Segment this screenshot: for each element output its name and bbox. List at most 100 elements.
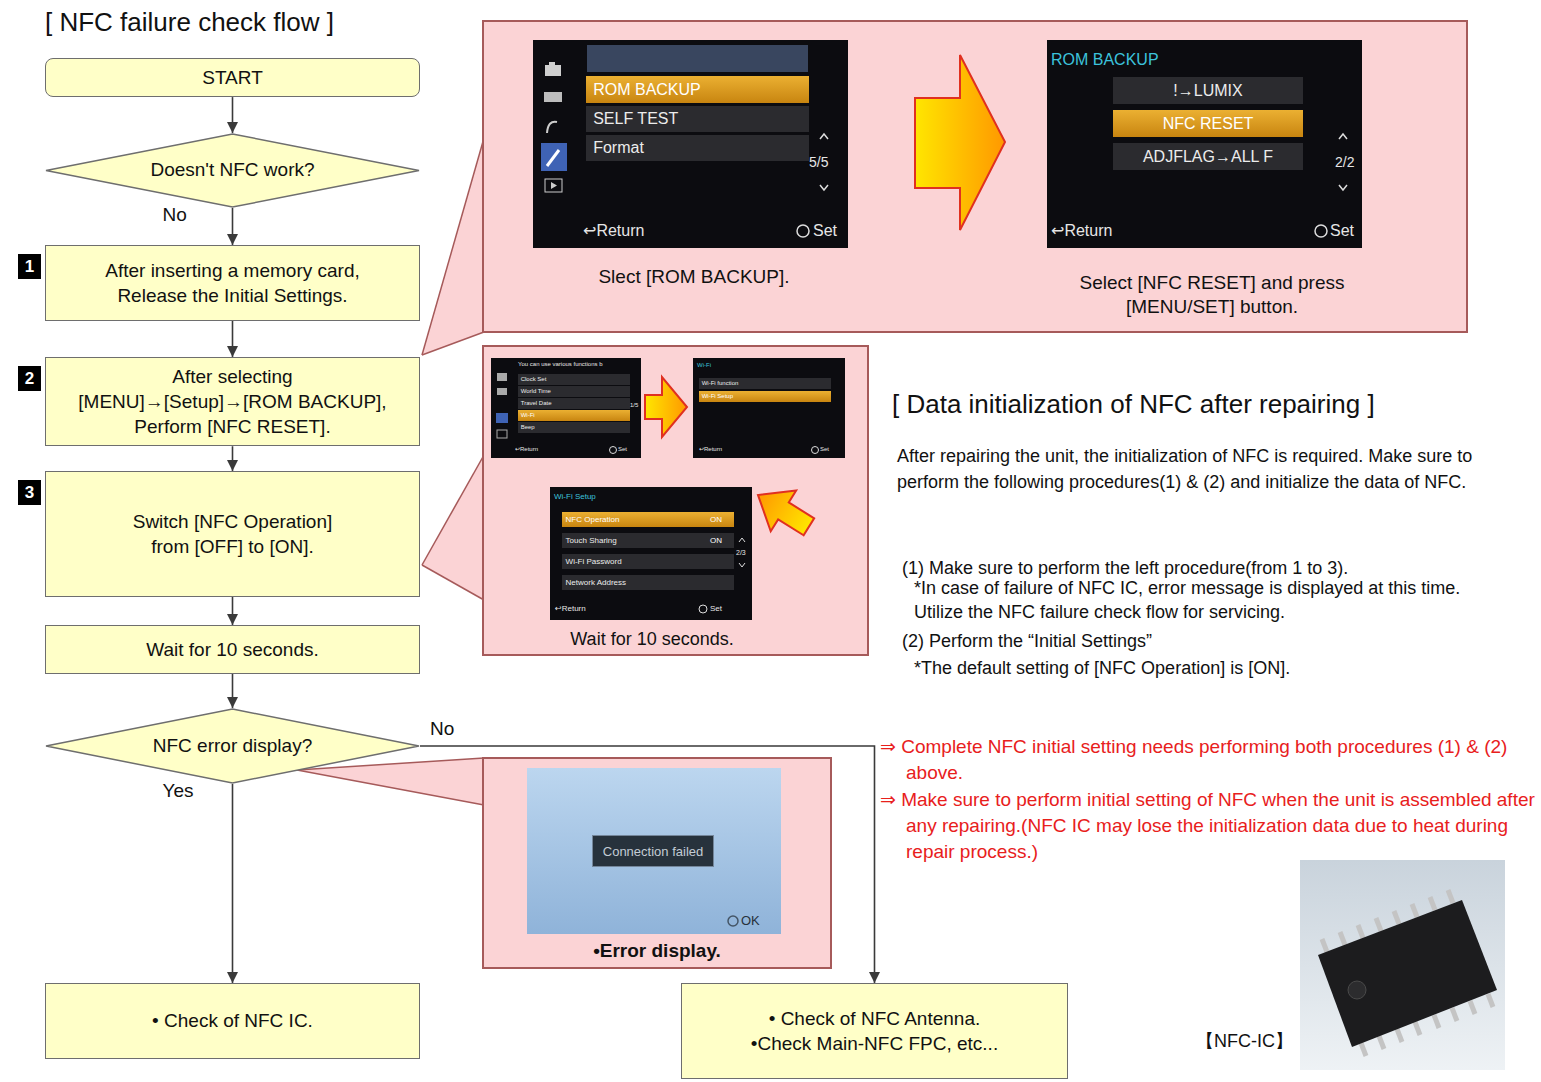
menu-text: 1/5: [630, 402, 638, 410]
screen-capture: ROM BACKUP SELF TEST Format5/5 ↩Return Set: [533, 40, 848, 248]
screen-capture: ROM BACKUP!→LUMIXNFC RESETADJFLAG→ALL F2…: [1047, 40, 1362, 248]
set-icon: [812, 447, 819, 454]
callout-wedge-edge: [422, 455, 484, 565]
chip-photo: [1300, 860, 1505, 1070]
menu-icon: [496, 413, 508, 423]
edge-label: No: [428, 718, 456, 740]
screen-capture: Wi-FiWi-Fi functionWi-Fi Setup↩ReturnSet: [693, 358, 845, 458]
menu-text: Format: [586, 135, 809, 161]
callout-panel: •Error display. OK Connection failed: [482, 757, 832, 969]
play-icon: [551, 182, 557, 189]
menu-text: ↩Return: [1051, 221, 1112, 241]
menu-text: Wi-Fi Password: [562, 554, 734, 569]
ok-icon: [728, 916, 738, 926]
chip-pin: [1376, 918, 1381, 931]
process-box: 2After selecting [MENU]→[Setup]→[ROM BAC…: [45, 357, 420, 446]
set-icon: [699, 605, 707, 613]
start-terminal: START: [45, 58, 420, 97]
menu-text: Network Address: [562, 575, 734, 590]
process-box: 1After inserting a memory card, Release …: [45, 245, 420, 321]
callout-wedge-edge: [297, 770, 484, 805]
menu-text: Set: [618, 446, 627, 454]
edge-label: No: [161, 204, 189, 226]
callout-wedge: [422, 138, 484, 355]
set-icon: [797, 225, 809, 237]
screen-text: OK: [741, 913, 760, 929]
menu-text: ↩Return: [555, 604, 586, 614]
step-number: 2: [18, 366, 41, 391]
step-arrow: [745, 475, 821, 548]
callout-panel: Wait for 10 seconds. You can use various…: [482, 345, 869, 656]
scroll-up: [1339, 134, 1347, 139]
menu-text: ON: [710, 512, 722, 527]
chip-pin: [1322, 939, 1327, 952]
part-label: 【NFC-IC】: [1196, 1030, 1293, 1052]
node-text: • Check of NFC IC.: [152, 1008, 313, 1033]
menu-text: Wi-Fi Setup: [699, 391, 831, 402]
chip-pin: [1361, 1043, 1366, 1056]
menu-text: Wi-Fi function: [699, 378, 831, 389]
custom-icon: [547, 122, 557, 133]
caption: •Error display.: [484, 939, 830, 963]
diagram-title: [ NFC failure check flow ]: [45, 7, 334, 37]
node-text: •Check Main-NFC FPC, etc...: [751, 1031, 998, 1056]
camera-icon: [545, 65, 561, 76]
menu-text: !→LUMIX: [1113, 77, 1303, 104]
scroll-up: [820, 134, 828, 139]
chip-pin: [1340, 932, 1345, 945]
menu-icon: [497, 373, 507, 381]
menu-text: NFC RESET: [1113, 110, 1303, 137]
flow-arrow: [420, 746, 875, 983]
callout-wedge-edge: [422, 138, 484, 355]
set-icon: [610, 447, 617, 454]
menu-text: ROM BACKUP: [586, 76, 809, 103]
menu-text: 5/5: [809, 154, 828, 172]
menu-text: ON: [710, 533, 722, 548]
camera-icon: [549, 62, 555, 65]
node-text: After selecting [MENU]→[Setup]→[ROM BACK…: [73, 364, 393, 439]
node-text: START: [202, 65, 263, 90]
flow-arrow: [232, 97, 234, 133]
scroll-down: [739, 563, 745, 567]
menu-text: World Time: [518, 386, 630, 397]
menu-text: Travel Date: [518, 398, 630, 409]
flow-arrow: [232, 674, 234, 708]
chip-pin: [1379, 1036, 1384, 1049]
menu-text: SELF TEST: [586, 106, 809, 132]
note-text: After repairing the unit, the initializa…: [897, 443, 1482, 495]
setup-icon-bg: [541, 143, 567, 171]
chip-dot: [1348, 981, 1366, 999]
menu-text: Wi-Fi: [518, 410, 630, 421]
menu-text: Set: [813, 221, 837, 241]
error-dialog: Connection failed: [592, 835, 714, 867]
caption: Wait for 10 seconds.: [550, 628, 754, 651]
process-box: 3Switch [NFC Operation] from [OFF] to [O…: [45, 471, 420, 597]
flow-arrow: [232, 208, 234, 245]
node-text: NFC error display?: [153, 734, 312, 759]
decision-diamond: Doesn't NFC work?: [45, 133, 420, 208]
menu-text: Set: [1330, 221, 1354, 241]
menu-bar: [587, 45, 808, 72]
chip-pin: [1434, 1015, 1439, 1028]
chip-pin: [1430, 897, 1435, 910]
screen-icons: [693, 358, 845, 458]
node-text: Doesn't NFC work?: [150, 158, 314, 183]
flow-arrow: [232, 784, 234, 983]
step-arrow: [645, 377, 687, 437]
node-text: Switch [NFC Operation] from [OFF] to [ON…: [123, 509, 343, 559]
warning-note: ⇒ Complete NFC initial setting needs per…: [880, 734, 1535, 786]
callout-panel: Slect [ROM BACKUP].Select [NFC RESET] an…: [482, 20, 1468, 333]
menu-text: ↩Return: [583, 221, 644, 241]
menu-text: Set: [710, 604, 722, 614]
chip-pin: [1452, 1008, 1457, 1021]
movie-icon: [544, 92, 562, 102]
chip-pin: [1470, 1001, 1475, 1014]
node-text: • Check of NFC Antenna.: [769, 1006, 981, 1031]
menu-text: Clock Set: [518, 374, 630, 385]
menu-text: NFC Operation: [562, 512, 734, 527]
menu-text: ↩Return: [699, 446, 722, 454]
chip-pin: [1412, 904, 1417, 917]
scroll-up: [739, 538, 745, 542]
screen-capture: OK Connection failed: [527, 768, 781, 934]
